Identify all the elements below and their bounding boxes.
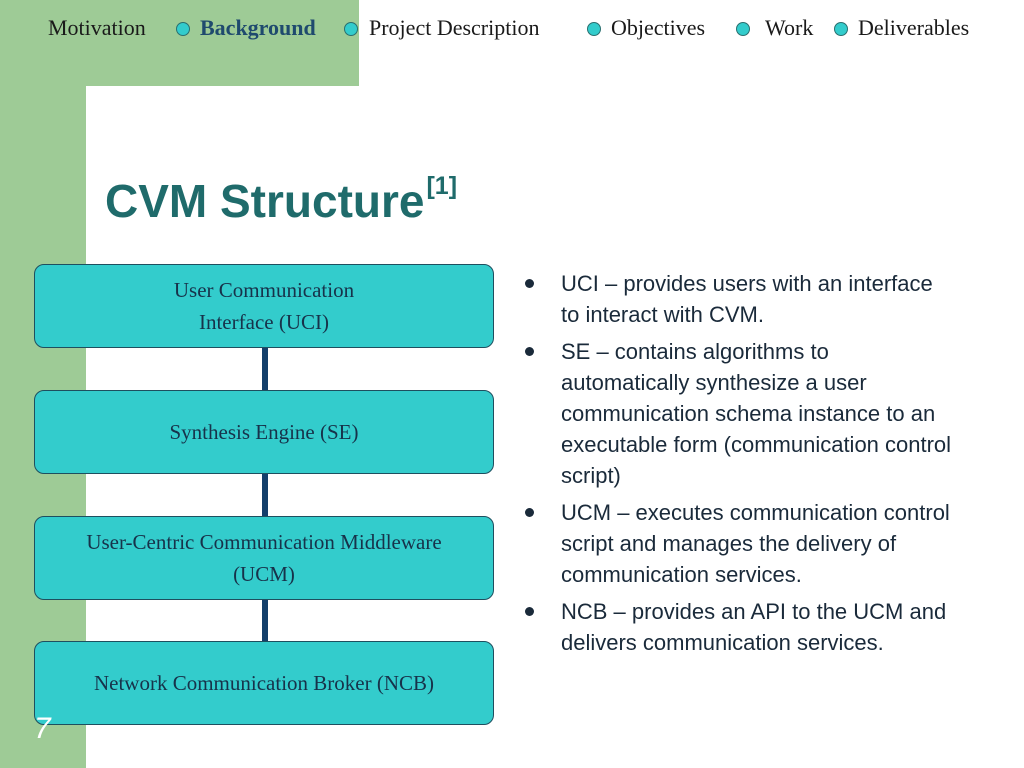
se-box: Synthesis Engine (SE) xyxy=(34,390,494,474)
description-list: UCI – provides users with an interface t… xyxy=(524,268,954,664)
connector-line xyxy=(262,348,268,390)
bullet-icon xyxy=(525,607,534,616)
list-item-text: UCI – provides users with an interface t… xyxy=(561,271,933,327)
nav-item-background[interactable]: Background xyxy=(200,15,316,40)
list-item: SE – contains algorithms to automaticall… xyxy=(524,336,954,491)
bullet-icon xyxy=(525,508,534,517)
list-item: UCI – provides users with an interface t… xyxy=(524,268,954,330)
connector-line xyxy=(262,599,268,641)
nav-dot-icon xyxy=(587,22,601,36)
nav-dot-icon xyxy=(344,22,358,36)
left-accent-band xyxy=(0,0,86,768)
uci-box: User Communication Interface (UCI) xyxy=(34,264,494,348)
nav-item-deliverables[interactable]: Deliverables xyxy=(858,15,970,40)
list-item-text: UCM – executes communication control scr… xyxy=(561,500,950,587)
nav-item-objectives[interactable]: Objectives xyxy=(611,15,706,40)
nav-item-project-description[interactable]: Project Description xyxy=(369,15,540,40)
citation-marker: [1] xyxy=(426,172,458,200)
nav-dot-icon xyxy=(176,22,190,36)
nav-dot-icon xyxy=(834,22,848,36)
list-item-text: NCB – provides an API to the UCM and del… xyxy=(561,599,947,655)
uci-box-label: User Communication Interface (UCI) xyxy=(173,278,355,334)
list-item-text: SE – contains algorithms to automaticall… xyxy=(561,339,952,488)
ucm-box: User-Centric Communication Middleware (U… xyxy=(34,516,494,600)
slide-number: 7 xyxy=(34,712,51,745)
ncb-box-label: Network Communication Broker (NCB) xyxy=(93,671,435,695)
ncb-box: Network Communication Broker (NCB) xyxy=(34,641,494,725)
bullet-icon xyxy=(525,279,534,288)
nav-item-motivation[interactable]: Motivation xyxy=(48,15,146,40)
list-item: UCM – executes communication control scr… xyxy=(524,497,954,590)
slide-title: CVM Structure[1] xyxy=(105,158,457,229)
ucm-box-label: User-Centric Communication Middleware (U… xyxy=(86,530,442,586)
list-item: NCB – provides an API to the UCM and del… xyxy=(524,596,954,658)
nav-dot-icon xyxy=(736,22,750,36)
section-navigation: Motivation Background Project Descriptio… xyxy=(0,14,1024,44)
bullet-icon xyxy=(525,347,534,356)
se-box-label: Synthesis Engine (SE) xyxy=(169,420,359,444)
slide-title-text: CVM Structure xyxy=(105,175,425,227)
top-accent-band xyxy=(0,0,359,86)
connector-line xyxy=(262,473,268,516)
nav-item-work[interactable]: Work xyxy=(765,15,814,40)
